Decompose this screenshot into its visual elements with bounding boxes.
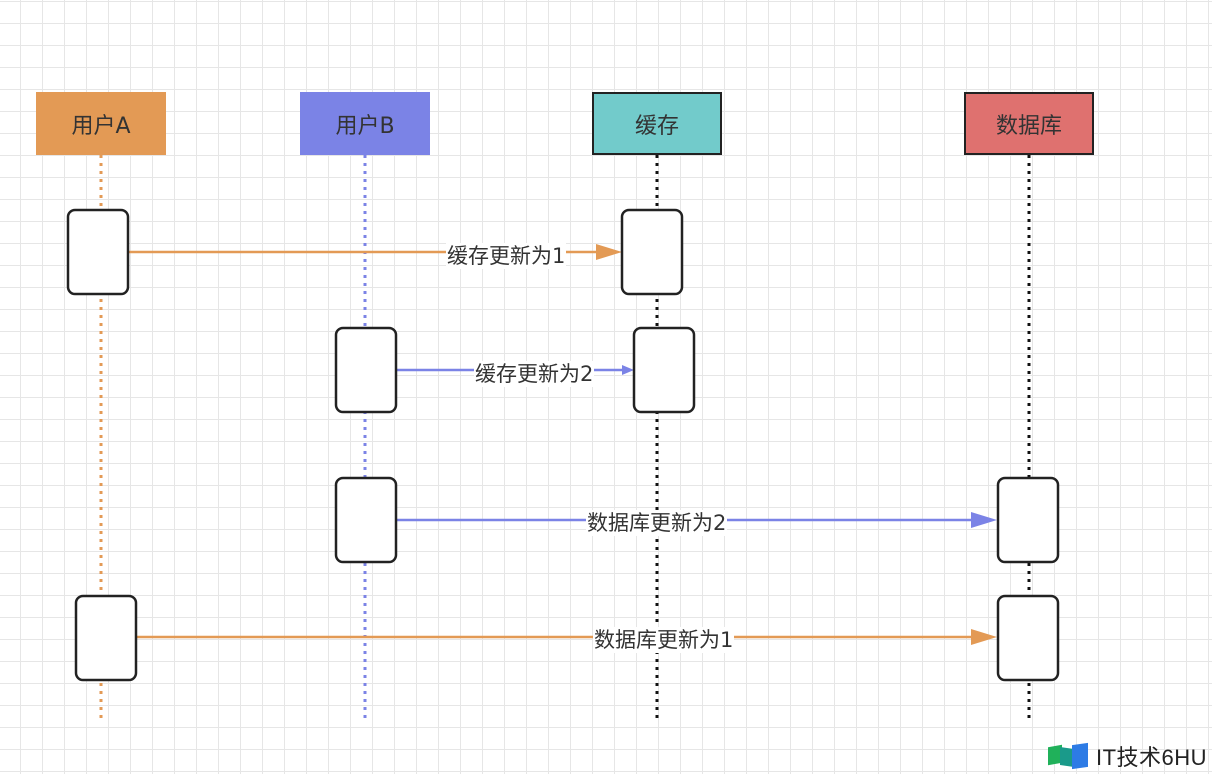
activation-user-a-2 [74,594,138,682]
lifeline-header-cache: 缓存 [592,92,722,155]
lifeline-header-db: 数据库 [964,92,1094,155]
message-label-3: 数据库更新为2 [586,510,728,536]
activation-user-b-2 [334,476,398,564]
watermark-text: IT技术6HU [1096,745,1208,770]
arrowhead-3 [971,512,997,528]
lifeline-label-user-b: 用户B [335,113,395,139]
message-label-4: 数据库更新为1 [593,627,735,653]
arrowhead-4 [971,629,997,645]
message-label-1: 缓存更新为1 [446,243,567,269]
lifeline-label-cache: 缓存 [634,113,679,139]
lifeline-header-user-b: 用户B [300,92,430,155]
activation-user-a-1 [66,208,130,296]
activation-cache-1 [620,208,684,296]
watermark-logo-icon [1048,742,1090,770]
activation-db-1 [996,476,1060,564]
message-label-2: 缓存更新为2 [474,361,595,387]
lifeline-label-user-a: 用户A [71,113,131,139]
activation-db-2 [996,594,1060,682]
watermark: IT技术6HU [1048,740,1207,772]
arrowhead-2 [622,365,634,375]
arrowhead-1 [596,244,622,260]
lifeline-label-db: 数据库 [995,113,1062,139]
lifeline-header-user-a: 用户A [36,92,166,155]
activation-cache-2 [632,326,696,414]
activation-user-b-1 [334,326,398,414]
